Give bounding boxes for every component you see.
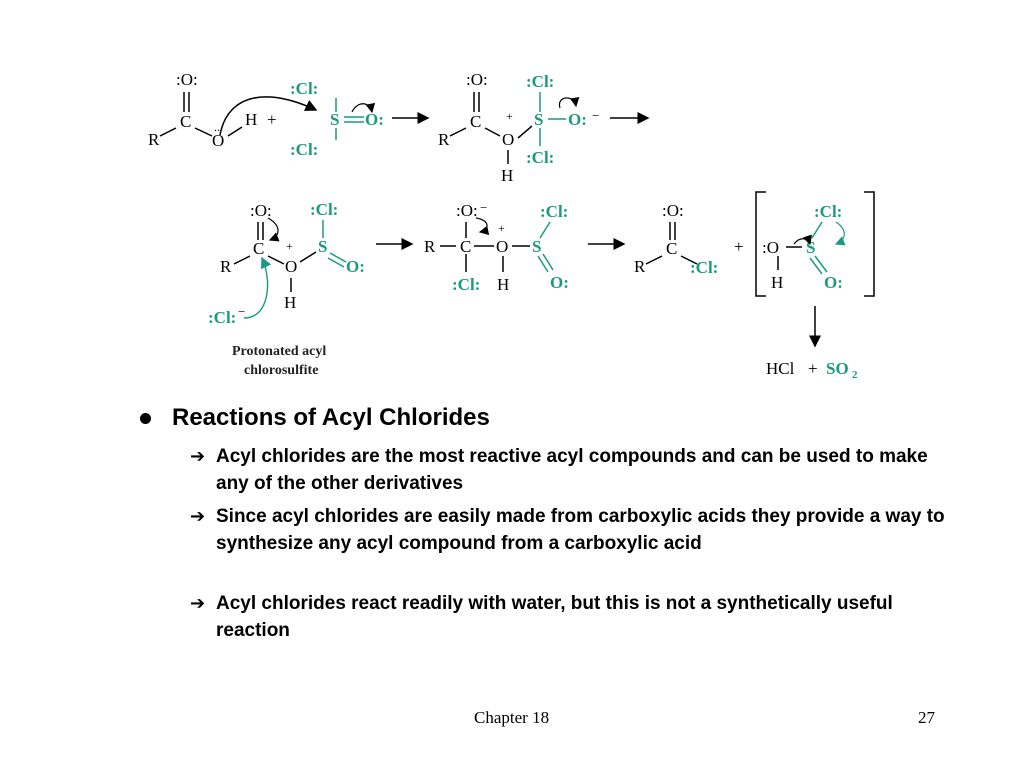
svg-text:S: S	[806, 238, 815, 257]
svg-text::Cl:: :Cl:	[452, 275, 480, 294]
svg-text::Cl:: :Cl:	[290, 79, 318, 98]
svg-text:O: O	[285, 257, 297, 276]
arrow-right-icon: ➔	[190, 446, 206, 467]
svg-text:+: +	[734, 237, 744, 256]
acyl-chloride-product: :O: C R :Cl: +	[634, 201, 744, 277]
sub-bullet-text: Since acyl chlorides are easily made fro…	[216, 506, 945, 554]
svg-text:−: −	[592, 108, 599, 123]
tetrahedral-carbon-intermediate: :O: − R C O + :Cl: H S :Cl: O:	[424, 200, 569, 294]
svg-text::Cl:: :Cl:	[540, 202, 568, 221]
svg-text::Cl:: :Cl:	[526, 148, 554, 167]
svg-text:−: −	[238, 304, 245, 319]
sub-bullet-text: Acyl chlorides are the most reactive acy…	[216, 446, 928, 494]
svg-text:S: S	[330, 110, 339, 129]
svg-text:H: H	[771, 273, 783, 292]
sub-bullet-1: ➔ Acyl chlorides are the most reactive a…	[190, 443, 950, 497]
svg-text:O: O	[496, 237, 508, 256]
svg-text:S: S	[534, 110, 543, 129]
reaction-mechanism-scheme: :O: C R O .. H + :Cl: S O: :Cl: :O: C R …	[148, 70, 875, 381]
sub-bullet-2: ➔ Since acyl chlorides are easily made f…	[190, 503, 950, 557]
svg-text:H: H	[501, 166, 513, 185]
slide-heading: Reactions of Acyl Chlorides	[172, 404, 490, 431]
svg-text::Cl:: :Cl:	[290, 140, 318, 159]
protonated-acyl-chlorosulfite: :O: C R O + H :Cl: S O: :Cl: −	[208, 200, 365, 327]
svg-text:O:: O:	[568, 110, 587, 129]
svg-text:C: C	[470, 112, 481, 131]
sub-bullet-3: ➔ Acyl chlorides react readily with wate…	[190, 590, 950, 644]
svg-text:R: R	[438, 130, 450, 149]
so2-product: SO	[826, 359, 849, 378]
gaseous-products: HCl + SO 2	[766, 359, 858, 381]
svg-text::O: :O	[762, 238, 779, 257]
svg-text:−: −	[480, 200, 487, 215]
sub-bullet-text: Acyl chlorides react readily with water,…	[216, 593, 893, 641]
svg-text::Cl:: :Cl:	[310, 200, 338, 219]
arrow-right-icon: ➔	[190, 506, 206, 527]
bullet-dot	[140, 413, 151, 424]
intermediate-label-line1: Protonated acyl	[232, 344, 326, 359]
svg-text:O:: O:	[365, 110, 384, 129]
svg-text::O:: :O:	[250, 201, 272, 220]
so2-subscript: 2	[852, 369, 858, 381]
svg-text::O:: :O:	[466, 70, 488, 89]
svg-text:+: +	[267, 110, 277, 129]
svg-text:O:: O:	[824, 273, 843, 292]
footer-page-number: 27	[918, 708, 935, 727]
svg-text::Cl:: :Cl:	[814, 202, 842, 221]
footer-chapter: Chapter 18	[474, 708, 550, 727]
svg-text:S: S	[318, 237, 327, 256]
svg-text:O:: O:	[346, 257, 365, 276]
svg-text:C: C	[180, 112, 191, 131]
chlorosulfite-anion-bracketed: :O H S :Cl: O:	[755, 191, 875, 297]
svg-text::O:: :O:	[176, 70, 198, 89]
thionyl-chloride-structure: :Cl: S O: :Cl:	[290, 79, 384, 159]
svg-text::O:: :O:	[662, 201, 684, 220]
plus-sign: +	[808, 359, 818, 378]
svg-text:R: R	[148, 130, 160, 149]
svg-text:+: +	[286, 239, 293, 253]
arrow-right-icon: ➔	[190, 593, 206, 614]
svg-text:R: R	[220, 257, 232, 276]
svg-text::O:: :O:	[456, 201, 478, 220]
svg-text:H: H	[284, 293, 296, 312]
svg-text:O: O	[212, 131, 224, 150]
svg-text:S: S	[532, 237, 541, 256]
svg-text:C: C	[253, 239, 264, 258]
svg-text:H: H	[497, 275, 509, 294]
tetrahedral-sulfur-intermediate: :O: C R O + H :Cl: S O: − :Cl:	[438, 70, 599, 185]
svg-text:C: C	[666, 239, 677, 258]
svg-text:C: C	[460, 237, 471, 256]
svg-text:R: R	[634, 257, 646, 276]
svg-text:H: H	[245, 110, 257, 129]
svg-text:+: +	[506, 109, 513, 123]
intermediate-label-line2: chlorosulfite	[244, 363, 318, 378]
svg-text::Cl:: :Cl:	[208, 308, 236, 327]
svg-text:..: ..	[214, 120, 220, 134]
svg-text::Cl:: :Cl:	[690, 258, 718, 277]
svg-text::Cl:: :Cl:	[526, 72, 554, 91]
hcl-product: HCl	[766, 359, 795, 378]
svg-text:+: +	[498, 221, 505, 235]
svg-text:O: O	[502, 130, 514, 149]
svg-text:R: R	[424, 237, 436, 256]
carboxylic-acid-structure: :O: C R O .. H +	[148, 70, 277, 150]
svg-text:O:: O:	[550, 273, 569, 292]
